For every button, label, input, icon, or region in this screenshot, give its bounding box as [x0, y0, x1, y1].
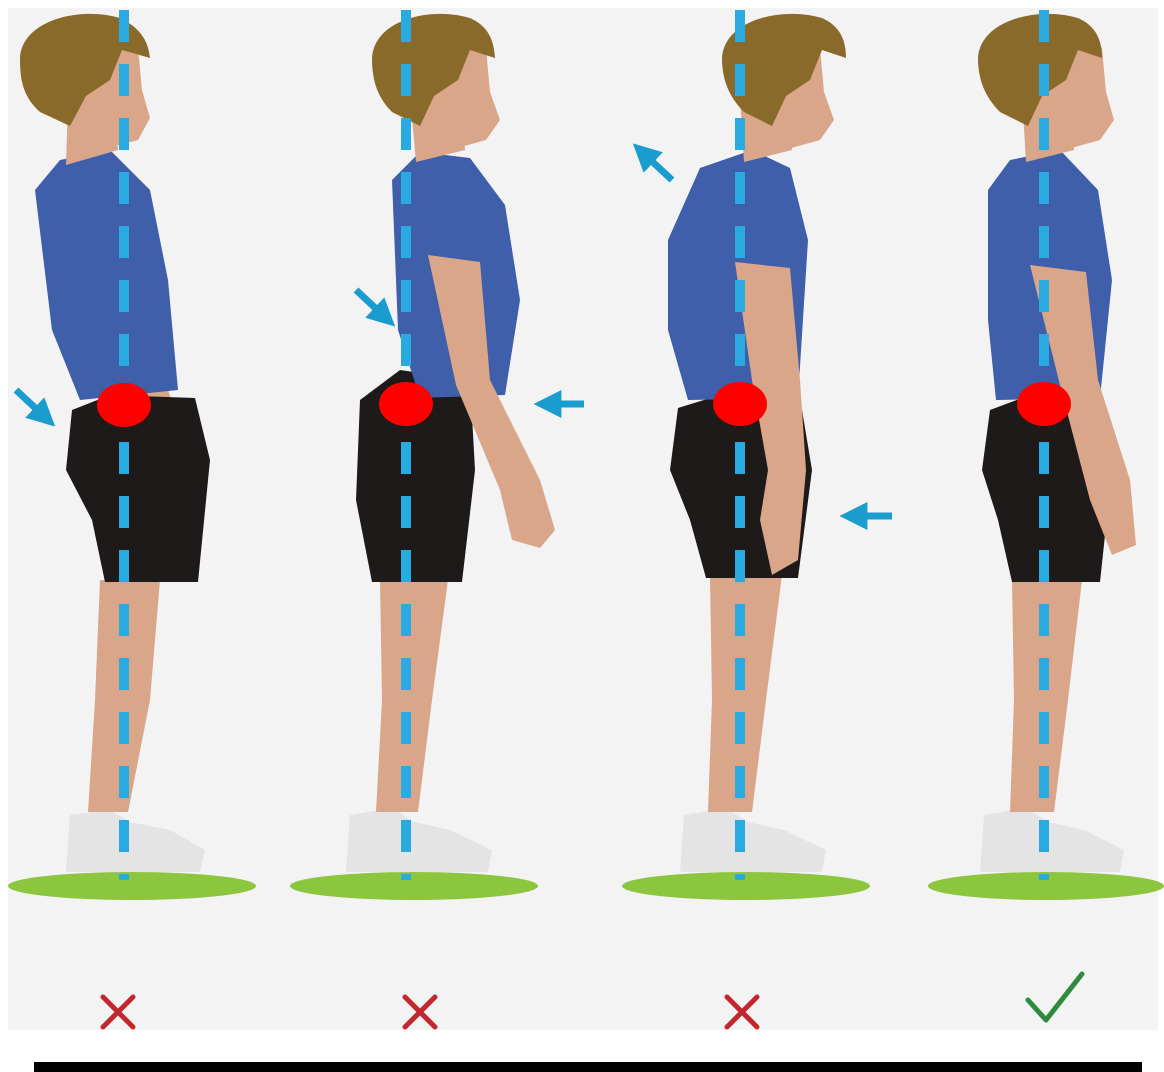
bottom-rule [34, 1062, 1142, 1072]
ground-shadow [290, 872, 538, 900]
hip-marker [379, 382, 433, 426]
hip-marker [1017, 382, 1071, 426]
hip-marker [97, 383, 151, 427]
hip-marker [713, 382, 767, 426]
ground-shadow [8, 872, 256, 900]
ground-shadow [622, 872, 870, 900]
